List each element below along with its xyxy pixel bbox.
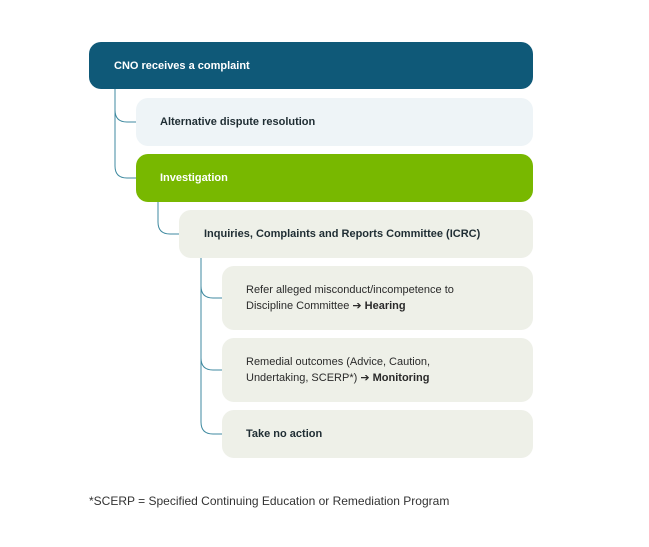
node-label: Take no action [246,428,323,440]
connector-icrc-remedial [200,286,222,371]
node-label: Alternative dispute resolution [160,116,316,128]
connector-investigation-icrc [157,202,179,235]
node-text: Remedial outcomes (Advice, Caution, Unde… [246,356,431,384]
node-label: Inquiries, Complaints and Reports Commit… [204,228,481,240]
arrow-icon: ➔ [352,300,362,312]
node-remedial-outcomes: Remedial outcomes (Advice, Caution, Unde… [222,338,533,402]
connector-icrc-noaction [200,358,222,435]
outcome-label: Hearing [364,300,406,312]
arrow-icon: ➔ [360,372,370,384]
node-label: Investigation [160,172,228,184]
connector-cno-adr [114,89,136,123]
node-icrc: Inquiries, Complaints and Reports Commit… [179,210,533,258]
footnote: *SCERP = Specified Continuing Education … [89,494,450,508]
node-take-no-action: Take no action [222,410,533,458]
node-content: Refer alleged misconduct/incompetence to… [246,282,493,314]
node-cno-receives-complaint: CNO receives a complaint [89,42,533,89]
node-refer-discipline: Refer alleged misconduct/incompetence to… [222,266,533,330]
node-alternative-dispute-resolution: Alternative dispute resolution [136,98,533,146]
node-content: Remedial outcomes (Advice, Caution, Unde… [246,354,493,386]
outcome-label: Monitoring [372,372,430,384]
connector-cno-investigation [114,110,136,179]
node-investigation: Investigation [136,154,533,202]
node-label: CNO receives a complaint [114,59,250,72]
connector-icrc-refer [200,258,222,299]
node-text: Refer alleged misconduct/incompetence to… [246,284,454,312]
